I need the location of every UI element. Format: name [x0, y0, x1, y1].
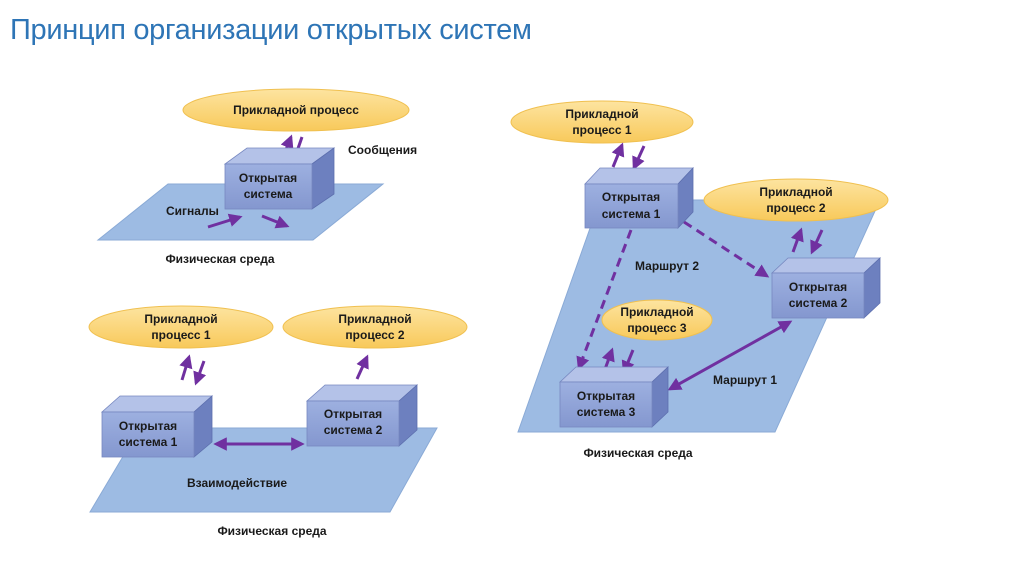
open-system-1-label-line2: система 1 — [602, 207, 661, 221]
application-process-ellipse — [182, 88, 410, 132]
route-2-dashed-arrow-to-system-3 — [576, 229, 633, 371]
process-2-label-line2: процесс 2 — [345, 328, 404, 342]
messages-label: Сообщения — [348, 143, 417, 157]
open-system-1-label-line1: Открытая — [119, 419, 177, 433]
route-2-label: Маршрут 2 — [635, 259, 699, 273]
process-1-arrow-down — [632, 145, 646, 171]
open-system-1-label-line2: система 1 — [119, 435, 178, 449]
signals-label: Сигналы — [166, 204, 219, 218]
route-1-label: Маршрут 1 — [713, 373, 777, 387]
interaction-label: Взаимодействие — [187, 476, 287, 490]
signal-arrow-out — [261, 214, 290, 229]
process-3-label-line2: процесс 3 — [627, 321, 686, 335]
open-system-3-label-line1: Открытая — [577, 389, 635, 403]
process-1-arrow-down — [193, 360, 207, 386]
process-1-arrow-up — [611, 142, 625, 168]
physical-medium-label: Физическая среда — [165, 252, 274, 266]
physical-medium-label: Физическая среда — [583, 446, 692, 460]
process-1-label-line2: процесс 1 — [572, 123, 631, 137]
process-2-ellipse — [282, 305, 468, 349]
diagram-two-systems: Прикладной процесс 1 Прикладной процесс … — [88, 305, 468, 538]
open-system-2-box: Открытая система 2 — [770, 257, 882, 319]
process-1-label-line1: Прикладной — [565, 107, 638, 121]
open-system-3-box: Открытая система 3 — [558, 366, 670, 428]
process-1-arrow-up — [179, 354, 193, 381]
page-title: Принцип организации открытых систем — [10, 14, 532, 46]
route-2-dashed-arrow-to-system-2 — [683, 220, 770, 278]
process-1-ellipse — [510, 100, 694, 144]
open-system-box: Открытая система — [223, 147, 336, 210]
open-system-1-label-line1: Открытая — [602, 190, 660, 204]
open-system-3-label-line2: система 3 — [577, 405, 636, 419]
open-system-1-box: Открытая система 1 — [584, 166, 694, 230]
open-system-2-label-line1: Открытая — [324, 407, 382, 421]
process-3-label-line1: Прикладной — [620, 305, 693, 319]
physical-medium-label: Физическая среда — [217, 524, 326, 538]
open-system-label-line1: Открытая — [239, 171, 297, 185]
process-1-label-line1: Прикладной — [144, 312, 217, 326]
diagram-routes: Прикладной процесс 1 Прикладной процесс … — [510, 100, 889, 460]
application-process-label: Прикладной процесс — [233, 103, 359, 117]
process-2-ellipse — [703, 178, 889, 222]
process-1-label-line2: процесс 1 — [151, 328, 210, 342]
process-2-arrow-up — [355, 354, 369, 380]
process-2-arrow-down — [810, 229, 824, 255]
signal-arrow-in — [207, 213, 243, 229]
open-system-label-line2: система — [244, 187, 293, 201]
open-system-2-label-line2: система 2 — [789, 296, 848, 310]
process-2-label-line2: процесс 2 — [766, 201, 825, 215]
process-2-label-line1: Прикладной — [338, 312, 411, 326]
open-system-2-label-line1: Открытая — [789, 280, 847, 294]
open-system-2-box: Открытая система 2 — [305, 384, 419, 447]
open-system-2-label-line2: система 2 — [324, 423, 383, 437]
process-1-ellipse — [88, 305, 274, 349]
diagram-single-system: Прикладной процесс Сообщения Открытая си… — [96, 88, 417, 266]
process-2-label-line1: Прикладной — [759, 185, 832, 199]
process-2-arrow-up — [790, 227, 804, 253]
route-1-arrow — [667, 320, 793, 391]
open-system-1-box: Открытая система 1 — [100, 395, 214, 458]
